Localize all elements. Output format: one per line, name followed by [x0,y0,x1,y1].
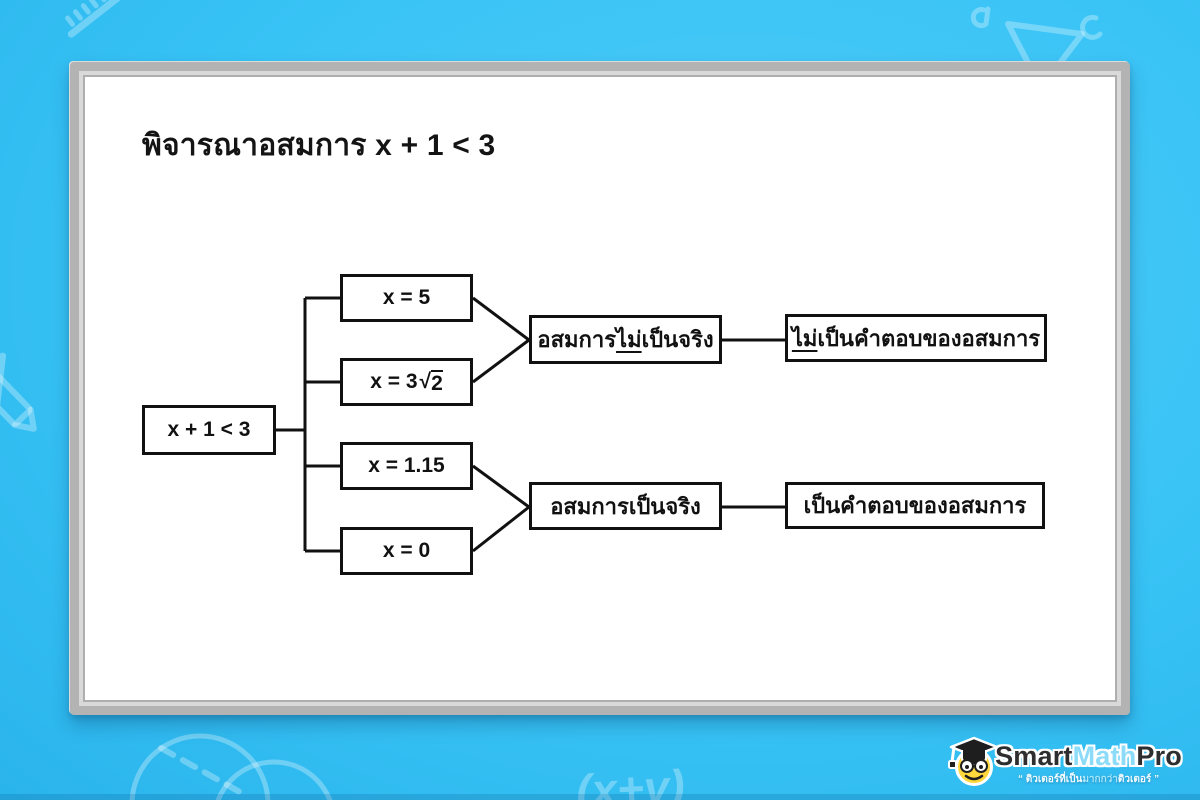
node-result-true: อสมการเป็นจริง [529,482,722,530]
tagline-post: ติวเตอร์ [1117,774,1152,785]
pencil-doodle-icon [0,352,37,432]
ruler-doodle-icon [65,0,146,38]
node-value-x0: x = 0 [340,527,473,575]
node-conclusion-solution: เป็นคำตอบของอสมการ [785,482,1045,529]
node-result-false: อสมการไม่เป็นจริง [529,315,722,364]
page-title: พิจารณาอสมการ x + 1 < 3 [142,129,496,162]
tagline-pre: ติวเตอร์ที่เป็น [1025,774,1083,785]
radical-sign: √ [419,370,432,393]
brand-tagline: “ ติวเตอร์ที่เป็นมากกว่าติวเตอร์ ” [1018,772,1159,787]
tagline-close-quote: ” [1151,774,1160,785]
result-true-label: อสมการเป็นจริง [550,493,701,519]
whiteboard [70,62,1130,715]
node-inequality: x + 1 < 3 [142,405,276,455]
node-conclusion-not-solution: ไม่เป็นคำตอบของอสมการ [785,314,1047,362]
tagline-open-quote: “ [1017,774,1026,785]
mascot-graduate-icon [948,736,999,786]
node-value-x115-label: x = 1.15 [368,454,445,477]
node-inequality-label: x + 1 < 3 [167,418,251,441]
node-value-x5: x = 5 [340,274,473,322]
conclusion-not-solution-post: เป็นคำตอบของอสมการ [817,325,1041,351]
radicand: 2 [431,370,443,395]
tagline-highlight: มากกว่า [1082,774,1118,785]
result-false-post: เป็นจริง [641,327,714,352]
node-value-x0-label: x = 0 [382,539,431,562]
brand-logo: SmartMathPro “ ติวเตอร์ที่เป็นมากกว่าติว… [945,734,1182,790]
circles-doodle-icon [129,733,333,800]
node-value-x3sqrt2: x = 3 √ 2 [340,358,473,406]
brand-name-smart: Smart [995,741,1073,771]
node-value-x5-label: x = 5 [382,286,431,309]
result-false-negation: ไม่ [616,327,642,352]
brand-name: SmartMathPro [995,742,1182,770]
node-value-x115: x = 1.15 [340,442,473,490]
bottom-shade [0,794,1200,800]
brand-name-math: Math [1072,741,1137,771]
result-false-pre: อสมการ [537,327,617,352]
conclusion-solution-label: เป็นคำตอบของอสมการ [803,493,1027,518]
node-value-x3sqrt2-pre: x = 3 [370,370,418,393]
conclusion-not-solution-negation: ไม่ [791,325,818,351]
glasses-icon [960,759,989,773]
brand-name-pro: Pro [1136,741,1182,771]
